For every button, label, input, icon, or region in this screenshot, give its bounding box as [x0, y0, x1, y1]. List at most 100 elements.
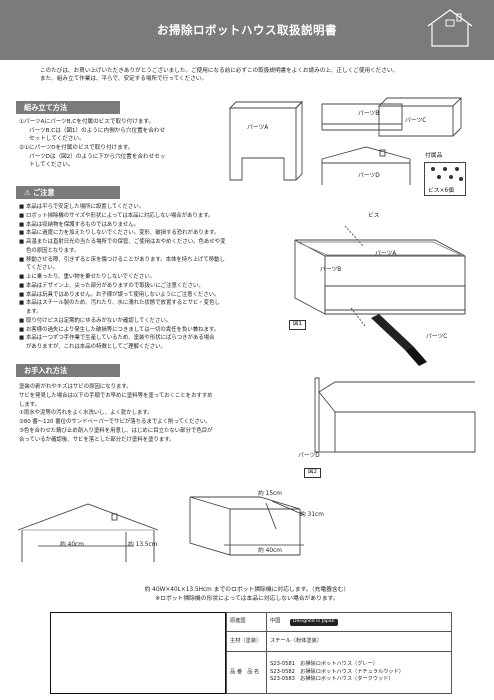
caution-item: ■上に乗ったり、重い物を乗せたりしないでください。: [19, 273, 279, 282]
bullet-square-icon: ■: [19, 212, 25, 219]
spec-text: 約 40W×40L×13.5Hcm までのロボット掃除機に対応します。（充電器含…: [0, 586, 494, 604]
bullet-square-icon: [19, 264, 26, 273]
section-heading-care: お手入れ方法: [16, 364, 120, 377]
fig2-part-d-label: パーツD: [298, 453, 320, 459]
spec-line: ※ロボット掃除機の形状によっては本品に対応しない場合があります。: [155, 595, 339, 602]
section-heading-assembly: 組み立て方法: [16, 101, 120, 114]
caution-item: ■お客様の過失により発生した破損等につきましては一切の責任を負い兼ねます。: [19, 326, 279, 335]
bullet-square-icon: ■: [19, 256, 25, 263]
part-c-drawing: [377, 97, 463, 137]
caution-item: ■本品はデザイン上、尖った部分がありますので取扱いにご注意ください。: [19, 282, 279, 291]
step-text: パーツDは（図2）のように下から穴位置を合わせセッ: [29, 153, 166, 160]
bullet-square-icon: ■: [19, 274, 25, 280]
intro-line: また、組み立て作業は、平らで、安定する場所で行ってください。: [40, 76, 207, 83]
caution-item: がありますが、これは本品の特徴としてご理解ください。: [19, 343, 279, 352]
screw-label: ビス: [368, 213, 380, 219]
caution-text: ます。: [26, 309, 42, 315]
fig1-part-a-label: パーツA: [375, 251, 397, 257]
dim-height-label: 約 13.5cm: [128, 542, 158, 548]
care-line: 塗装の剥がれやキズはサビの原因になります。: [19, 384, 132, 390]
caution-text: 本品は平らで安定した場所に設置してください。: [26, 204, 145, 210]
screws-label: ビス×6個: [428, 188, 454, 194]
care-line: ②80 番～120 番位のサンドペーパーでサビが落ちるまでよく削ってください。: [19, 419, 211, 425]
fig1-part-c-label: パーツC: [426, 334, 448, 340]
caution-text: 本品は収納物を保護するものではありません。: [26, 221, 140, 228]
label-box: [50, 612, 226, 694]
caution-item: ■本品は平らで安定した場所に設置してください。: [19, 203, 279, 212]
fig1-part-b-label: パーツB: [320, 267, 342, 273]
accessory-label: 付属品: [425, 153, 443, 159]
caution-item: ■本品はスチール製のため、汚れたり、水に濡れた状態で放置するとサビ・変色し: [19, 299, 279, 308]
dim-width2-label: 約 40cm: [258, 548, 282, 554]
product-line: S23-0581 お掃除ロボットハウス（グレー）: [270, 661, 378, 668]
origin-label: 原産国: [226, 611, 267, 633]
part-d-label: パーツD: [358, 173, 380, 179]
care-line: します。: [19, 401, 41, 408]
material-value: スチール（粉体塗装）: [266, 631, 452, 652]
spec-line: 約 40W×40L×13.5Hcm までのロボット掃除機に対応します。（充電器含…: [144, 587, 350, 593]
caution-item: ■本品は収納物を保護するものではありません。: [19, 221, 279, 230]
section-heading-caution: ⚠ ご注意: [16, 186, 120, 199]
product-label: 品 番 品 名: [226, 650, 267, 695]
step-text: ②①にパーツDを付属のビスで取り付けます。: [19, 144, 134, 151]
assembly-figure-2: [314, 377, 476, 453]
caution-item: ■本品は玩具ではありません。お子様が誤って使用しないようにご注意ください。: [19, 291, 279, 300]
caution-item: ます。: [19, 308, 279, 317]
step-text: セットしてください。: [29, 136, 85, 143]
bullet-square-icon: ■: [19, 317, 25, 324]
part-a-label: パーツA: [247, 125, 269, 131]
caution-text: 本品は玩具ではありません。お子様が誤って使用しないようにご注意ください。: [26, 291, 220, 298]
intro-line: このたびは、お買い上げいただきありがとうございました。ご使用になる前に必ずこの取…: [40, 68, 399, 74]
caution-text: 本品に過度に力を加えたりしないでください。変形、破損する恐れがあります。: [26, 230, 220, 237]
product-line: S23-0583 お掃除ロボットハウス（ダークウッド）: [270, 676, 394, 683]
fig1-tag: 図1: [289, 320, 306, 330]
bullet-square-icon: [19, 308, 26, 317]
bullet-square-icon: ■: [19, 326, 25, 333]
care-line: サビを発見した場合は以下の手順でお早めに塗料等を塗っておくことをおすすめ: [19, 392, 213, 399]
care-line: ③色を合わせた錆び止め剤入り塗料を用意し、はじめに目立たない部分で色目が: [19, 427, 213, 434]
warning-icon: ⚠: [24, 188, 31, 197]
part-b-label: パーツB: [358, 111, 380, 117]
product-info-table: 原産国 中国 Designed in Japan 主材（塗装） スチール（粉体塗…: [226, 611, 452, 695]
house-front-drawing: [17, 503, 159, 562]
caution-heading: ご注意: [32, 188, 55, 197]
house-logo-icon: [427, 9, 473, 47]
product-line: S23-0582 お掃除ロボットハウス（ナチュラルウッド）: [270, 668, 404, 675]
caution-item: ■本品は一つずつ手作業で生産しているため、塗装や形状にばらつきがある場合: [19, 334, 279, 343]
bullet-square-icon: ■: [19, 221, 25, 228]
dim-width-label: 約 40cm: [60, 542, 84, 548]
part-d-drawing: [321, 146, 411, 185]
dim-depth2-label: 約 31cm: [300, 512, 324, 518]
origin-cell: 中国 Designed in Japan: [266, 611, 452, 633]
material-label: 主材（塗装）: [226, 631, 267, 652]
caution-text: ロボット掃除機のサイズや形状によっては本品に対応しない場合があります。: [26, 212, 214, 219]
caution-text: 高温または直射日光の当たる場所での保管、ご使用はおやめください。色あせや変: [26, 239, 226, 245]
caution-text: てください。: [26, 265, 59, 272]
origin-value: 中国: [270, 618, 281, 625]
caution-item: ■本品に過度に力を加えたりしないでください。変形、破損する恐れがあります。: [19, 229, 279, 238]
caution-text: 本品は一つずつ手作業で生産しているため、塗装や形状にばらつきがある場合: [26, 335, 215, 342]
step-text: ①パーツAにパーツB,Cを付属のビスで取り付けます。: [19, 119, 155, 125]
caution-item: ■取り付けビスは定期的にゆるみがないか確認してください。: [19, 317, 279, 326]
assembly-figure-1: [294, 225, 466, 366]
part-a-drawing: [228, 100, 304, 181]
intro-text: このたびは、お買い上げいただきありがとうございました。ご使用になる前に必ずこの取…: [40, 67, 460, 83]
screws-icon: [431, 167, 463, 181]
designed-in-japan-badge: Designed in Japan: [290, 619, 338, 627]
bullet-square-icon: ■: [19, 335, 25, 342]
caution-item: ■ロボット掃除機のサイズや形状によっては本品に対応しない場合があります。: [19, 212, 279, 221]
accessory-box: ビス×6個: [424, 162, 466, 196]
step-text: パーツB,Cは（図1）のように内側から穴位置を合わせ: [29, 127, 166, 134]
caution-text: 本品はデザイン上、尖った部分がありますので取扱いにご注意ください。: [26, 282, 204, 289]
bullet-square-icon: [19, 247, 26, 256]
house-top-drawing: [189, 496, 305, 556]
caution-text: お客様の過失により発生した破損等につきましては一切の責任を負い兼ねます。: [26, 326, 220, 333]
caution-text: 本品はスチール製のため、汚れたり、水に濡れた状態で放置するとサビ・変色し: [26, 300, 220, 307]
caution-text: 上に乗ったり、重い物を乗せたりしないでください。: [26, 274, 155, 280]
step-text: トしてください。: [29, 162, 74, 169]
caution-item: 色の原因となります。: [19, 247, 279, 256]
part-b-drawing: [321, 103, 403, 131]
bullet-square-icon: ■: [19, 300, 25, 307]
caution-list: ■本品は平らで安定した場所に設置してください。■ロボット掃除機のサイズや形状によ…: [19, 203, 279, 352]
header-banner: お掃除ロボットハウス取扱説明書: [0, 0, 494, 60]
